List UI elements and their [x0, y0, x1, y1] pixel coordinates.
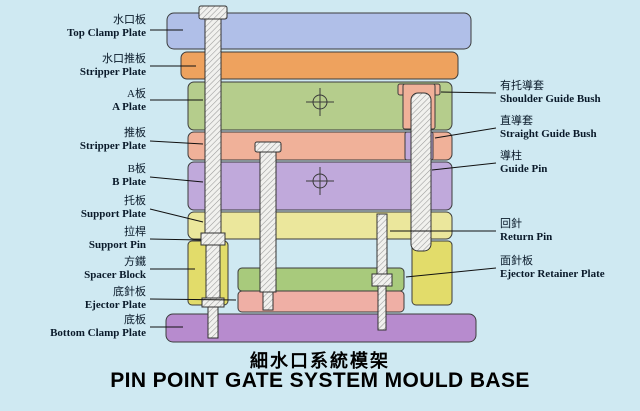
label-ejector-plate: 底針板 Ejector Plate	[4, 286, 146, 312]
title-chinese: 細水口系統模架	[250, 351, 390, 371]
support-pin-collar	[200, 232, 226, 246]
label-straight-guide-bush: 直導套 Straight Guide Bush	[500, 115, 638, 141]
label-a-plate-zh: A板	[127, 88, 146, 100]
label-top-clamp-plate-en: Top Clamp Plate	[66, 27, 146, 39]
support-pin-lower	[205, 244, 221, 299]
label-return-pin-en: Return Pin	[500, 231, 553, 243]
centre-pin-body	[259, 151, 277, 293]
label-b-plate: B板 B Plate	[4, 163, 146, 189]
label-support-plate-en: Support Plate	[80, 208, 146, 220]
label-shoulder-guide-bush-en: Shoulder Guide Bush	[500, 93, 601, 105]
label-spacer-block-en: Spacer Block	[84, 269, 146, 281]
label-support-pin-en: Support Pin	[88, 239, 146, 251]
label-support-pin-zh: 拉桿	[124, 226, 146, 238]
label-guide-pin-en: Guide Pin	[500, 163, 548, 175]
label-ejector-plate-en: Ejector Plate	[84, 299, 146, 311]
title-english: PIN POINT GATE SYSTEM MOULD BASE	[110, 369, 530, 392]
label-return-pin: 回針 Return Pin	[500, 218, 638, 244]
guide-pin	[410, 92, 432, 252]
label-guide-pin-zh: 導柱	[500, 150, 522, 162]
label-stripper-plate-mid: 推板 Stripper Plate	[4, 127, 146, 153]
label-shoulder-guide-bush-zh: 有托導套	[500, 80, 544, 92]
bottom-clamp-plate	[165, 313, 477, 343]
label-support-plate-zh: 托板	[124, 195, 146, 207]
centre-pin-tip	[262, 291, 274, 311]
return-pin-shaft	[376, 213, 388, 275]
label-ejector-plate-zh: 底針板	[113, 286, 146, 298]
label-return-pin-zh: 回針	[500, 218, 522, 230]
pins	[198, 5, 432, 339]
spacer-block-right	[411, 240, 453, 306]
left-screw-shaft	[207, 306, 219, 339]
label-ejector-retainer-plate-en: Ejector Retainer Plate	[500, 268, 605, 280]
label-a-plate-en: A Plate	[112, 101, 146, 113]
label-stripper-plate-top-en: Stripper Plate	[79, 66, 146, 78]
label-b-plate-zh: B板	[127, 163, 146, 175]
label-spacer-block-zh: 方鐵	[124, 256, 146, 268]
label-bottom-clamp-plate: 底板 Bottom Clamp Plate	[4, 314, 146, 340]
label-support-plate: 托板 Support Plate	[4, 195, 146, 221]
label-straight-guide-bush-en: Straight Guide Bush	[500, 128, 597, 140]
leader-lines	[149, 29, 497, 328]
label-ejector-retainer-plate: 面針板 Ejector Retainer Plate	[500, 255, 638, 281]
centre-marks	[306, 88, 334, 195]
stripper-plate-top	[180, 51, 459, 80]
label-stripper-plate-top: 水口推板 Stripper Plate	[4, 53, 146, 79]
label-stripper-plate-mid-zh: 推板	[124, 127, 146, 139]
label-shoulder-guide-bush: 有托導套 Shoulder Guide Bush	[500, 80, 638, 106]
label-support-pin: 拉桿 Support Pin	[4, 226, 146, 252]
centre-pin-head	[254, 141, 282, 153]
return-pin-head	[371, 273, 393, 287]
label-top-clamp-plate: 水口板 Top Clamp Plate	[4, 14, 146, 40]
label-guide-pin: 導柱 Guide Pin	[500, 150, 638, 176]
label-spacer-block: 方鐵 Spacer Block	[4, 256, 146, 282]
label-bottom-clamp-plate-zh: 底板	[124, 314, 146, 326]
label-stripper-plate-mid-en: Stripper Plate	[79, 140, 146, 152]
label-bottom-clamp-plate-en: Bottom Clamp Plate	[50, 327, 146, 339]
label-straight-guide-bush-zh: 直導套	[500, 115, 533, 127]
top-clamp-plate	[166, 12, 472, 50]
label-top-clamp-plate-zh: 水口板	[113, 14, 146, 26]
stripper-plate-mid	[187, 131, 453, 161]
right-screw-shaft	[377, 285, 387, 331]
label-b-plate-en: B Plate	[112, 176, 146, 188]
label-stripper-plate-top-zh: 水口推板	[102, 53, 146, 65]
label-ejector-retainer-plate-zh: 面針板	[500, 255, 533, 267]
label-a-plate: A板 A Plate	[4, 88, 146, 114]
ejector-plate	[237, 290, 405, 313]
support-pin-cap	[198, 5, 228, 20]
support-pin-body	[204, 18, 222, 234]
